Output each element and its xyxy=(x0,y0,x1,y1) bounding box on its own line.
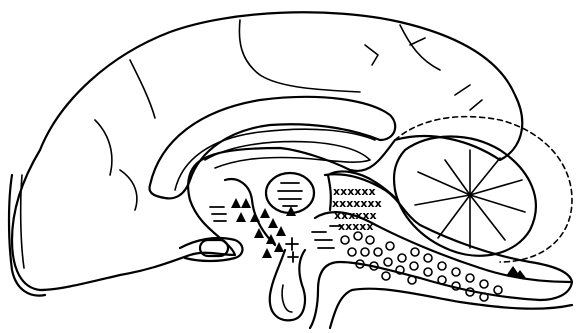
thalamus-dashes xyxy=(278,183,302,206)
svg-text:xxxxx: xxxxx xyxy=(338,220,373,233)
cerebellum-outline xyxy=(395,117,572,262)
sulcus-5 xyxy=(130,60,155,118)
sulcus-7 xyxy=(120,170,137,210)
sulcus-4 xyxy=(410,38,425,45)
cerebellum-folia xyxy=(415,150,525,248)
sulcus-1 xyxy=(239,20,360,92)
sulcus-3 xyxy=(365,45,378,65)
lateral-dashes xyxy=(210,207,226,221)
brainstem-lower xyxy=(330,289,572,328)
thalamus xyxy=(266,173,314,213)
sulcus-6 xyxy=(95,120,112,175)
fornix xyxy=(205,142,370,168)
sulcus-8 xyxy=(455,85,482,110)
mammillary-plus xyxy=(286,238,298,262)
frontal-pole xyxy=(9,175,45,296)
hypothalamus-triangles xyxy=(231,198,296,258)
pituitary-inner xyxy=(282,285,292,312)
